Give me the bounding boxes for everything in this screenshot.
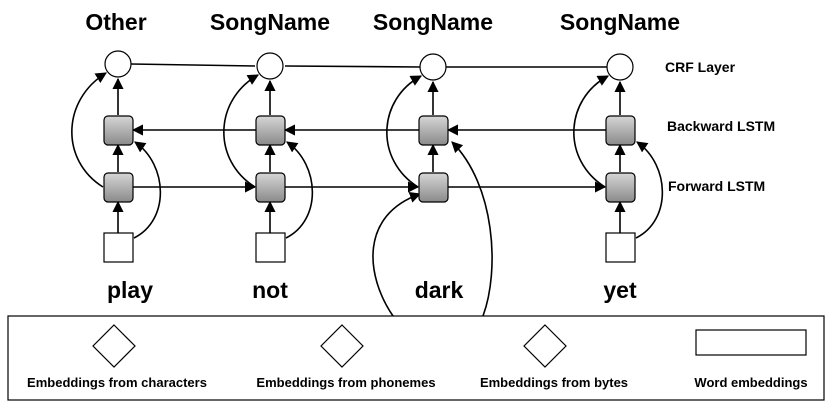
backward-lstm-label: Backward LSTM (667, 118, 775, 134)
word-label-1: play (107, 277, 153, 303)
forward-to-crf-curve-1 (71, 72, 107, 188)
crf-chain-edge-1 (130, 63, 256, 67)
forward-lstm-cell-2 (255, 172, 286, 203)
forward-lstm-cell-3 (418, 172, 449, 203)
tag-label-2: SongName (210, 9, 330, 35)
legend-phonemes-label: Embeddings from phonemes (256, 375, 435, 390)
backward-lstm-cell-2 (255, 115, 286, 146)
backward-lstm-cell-3 (418, 115, 449, 146)
forward-to-crf-curve-2 (223, 74, 259, 188)
input-to-backward-curve-1 (133, 141, 162, 239)
forward-lstm-cell-1 (103, 172, 134, 203)
word-label-3: dark (415, 277, 464, 303)
tag-label-1: Other (85, 9, 146, 35)
word-embedding-rectangle (695, 329, 807, 356)
input-node-2 (255, 232, 286, 263)
backward-lstm-cell-1 (103, 115, 134, 146)
input-to-backward-curve-2 (285, 141, 314, 239)
crf-node-2 (256, 52, 284, 80)
tag-label-3: SongName (373, 9, 493, 35)
crf-node-3 (419, 53, 447, 81)
crf-layer-label: CRF Layer (665, 59, 736, 75)
byte-embedding-diamond (523, 324, 567, 368)
legend-bytes-label: Embeddings from bytes (480, 375, 628, 390)
forward-to-crf-curve-3 (386, 75, 422, 188)
tag-label-4: SongName (560, 9, 680, 35)
forward-lstm-cell-4 (605, 172, 636, 203)
forward-to-crf-curve-4 (573, 75, 609, 188)
embedding-to-forward-curve (372, 192, 422, 317)
embedding-to-backward-curve (451, 141, 493, 317)
word-label-2: not (252, 277, 288, 303)
input-to-backward-curve-4 (635, 141, 664, 239)
crf-chain-edge-2 (284, 65, 421, 68)
crf-node-1 (104, 50, 132, 78)
word-label-4: yet (603, 277, 637, 303)
forward-lstm-label: Forward LSTM (668, 178, 765, 194)
crf-node-4 (606, 53, 634, 81)
legend-word-label: Word embeddings (694, 375, 807, 390)
input-node-1 (103, 232, 134, 263)
character-embedding-diamond (92, 324, 136, 368)
backward-lstm-cell-4 (605, 115, 636, 146)
phoneme-embedding-diamond (320, 324, 364, 368)
embeddings-box (7, 315, 825, 401)
legend-characters-label: Embeddings from characters (27, 375, 207, 390)
input-node-4 (605, 232, 636, 263)
